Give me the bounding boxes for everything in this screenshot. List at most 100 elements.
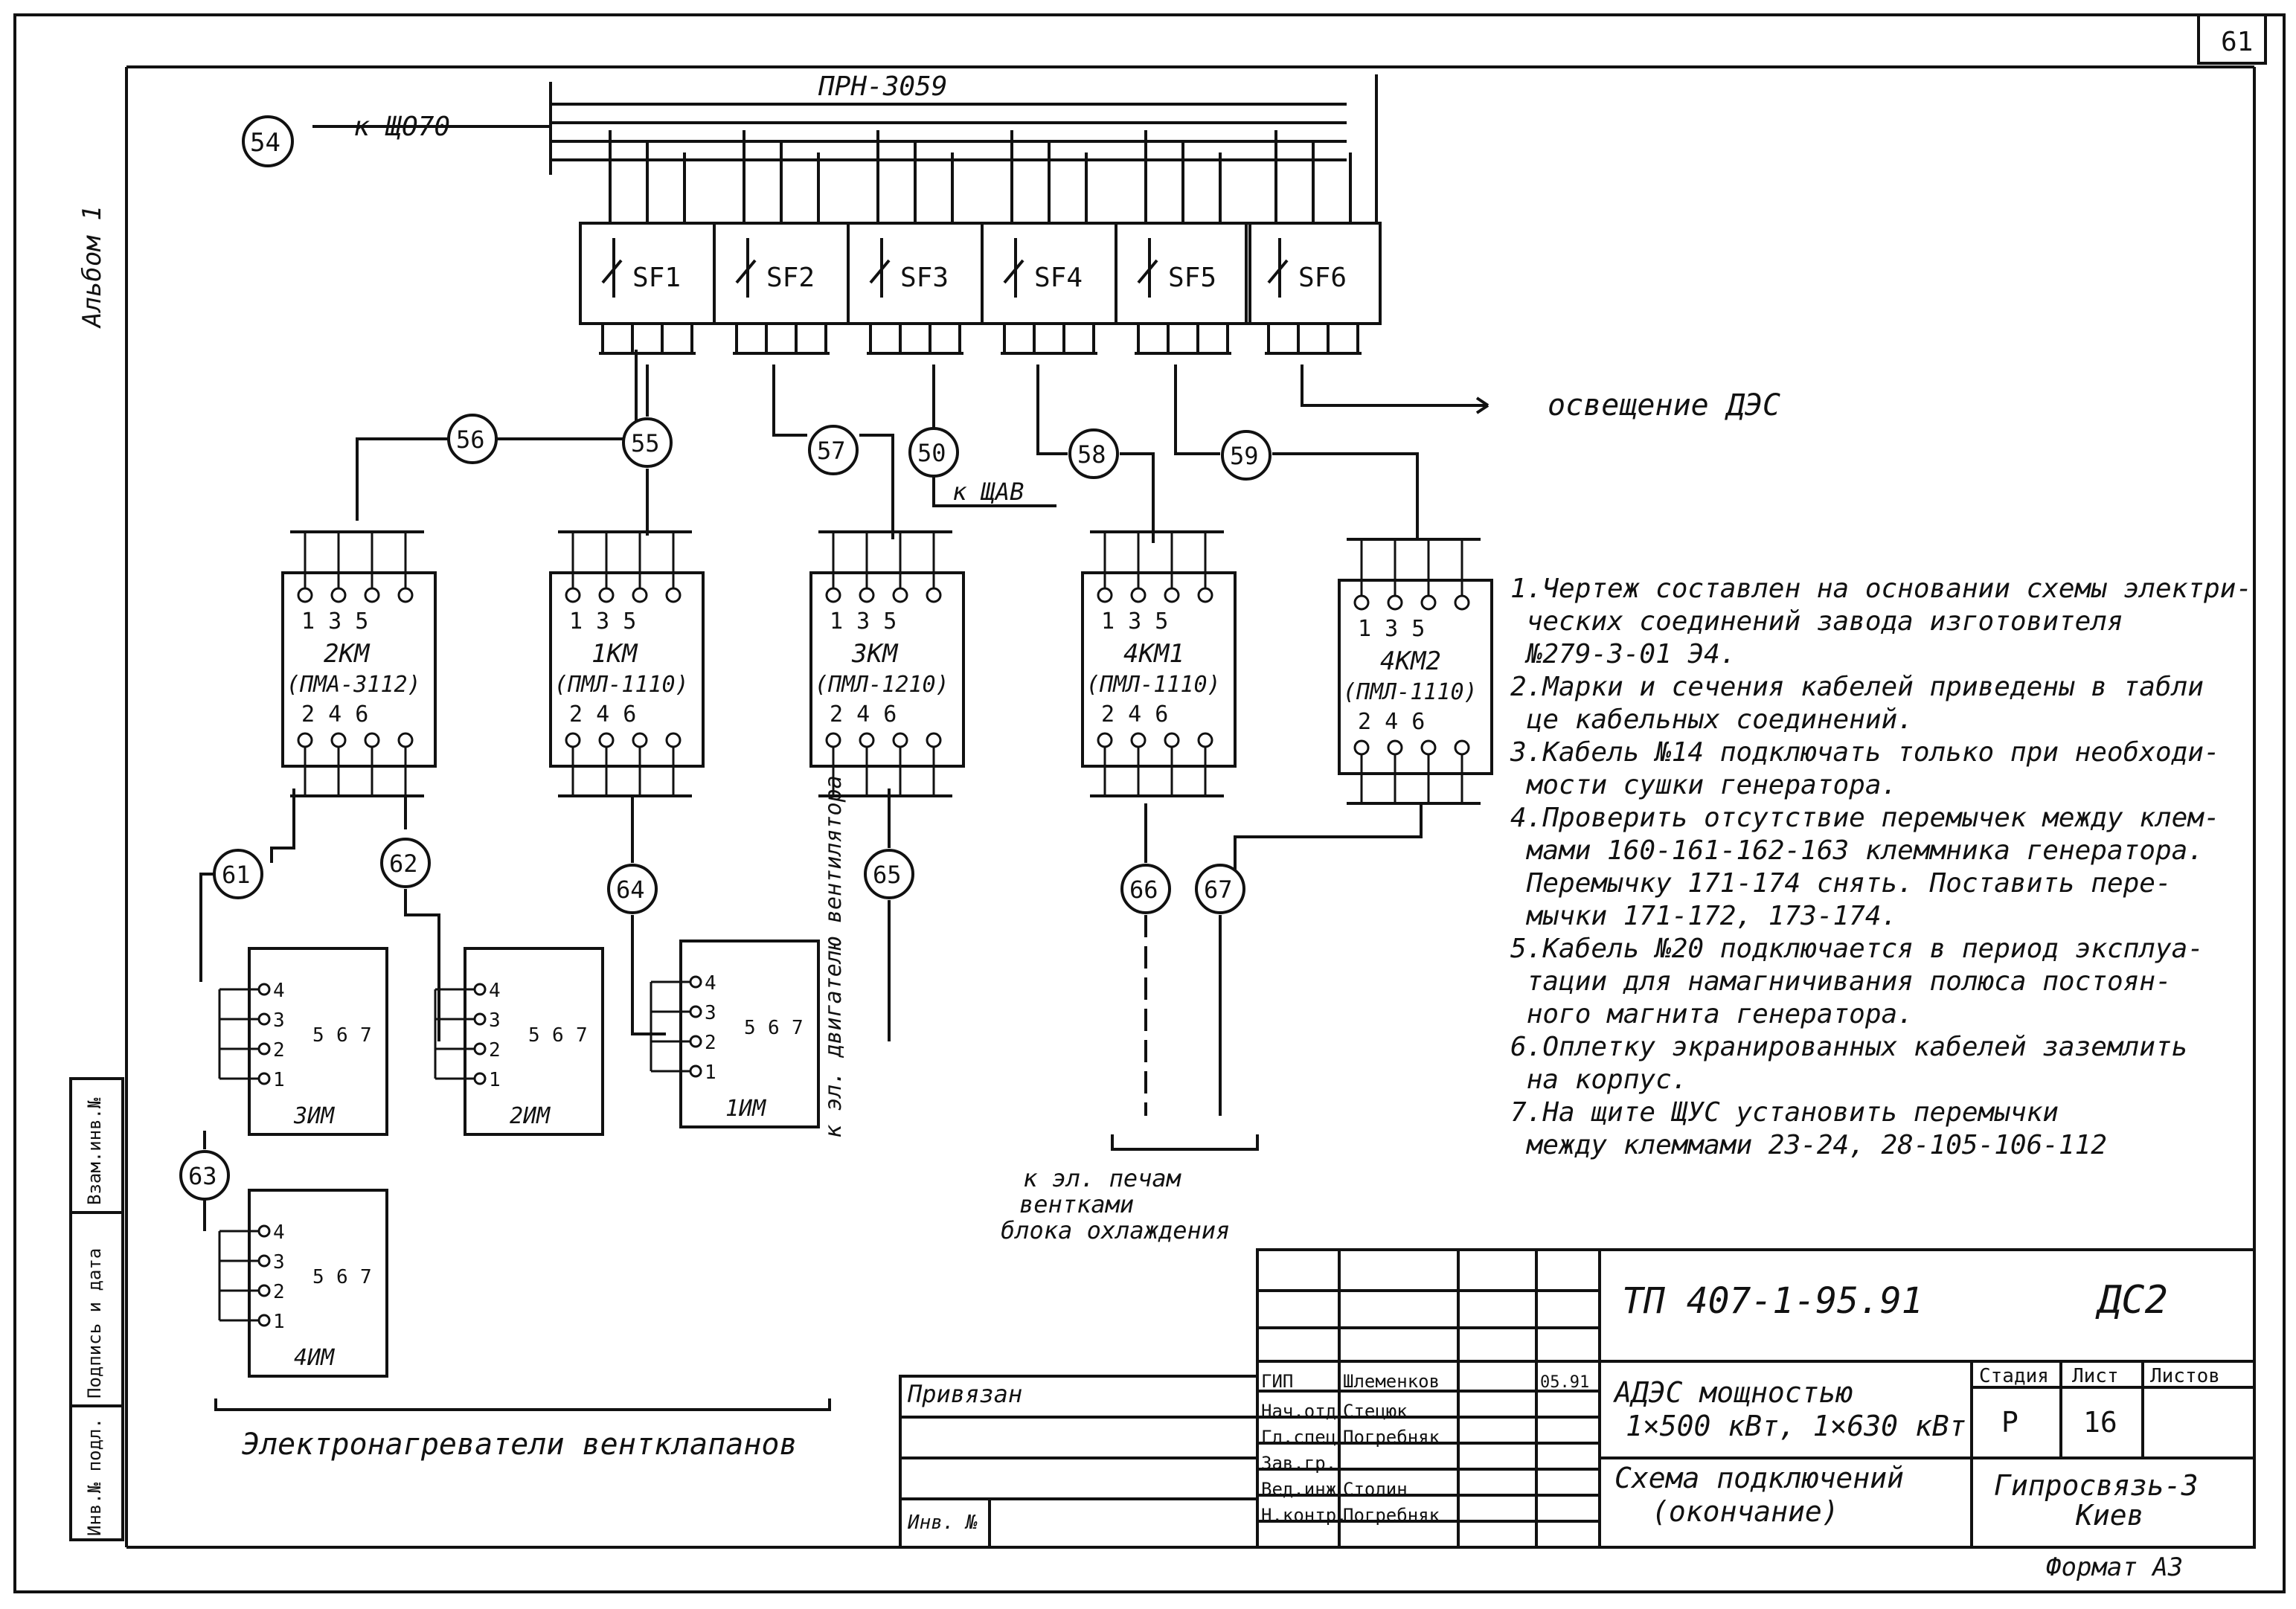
cable-marker-label: 63	[188, 1162, 217, 1190]
heater-terminal: 3	[273, 1251, 285, 1274]
heater-terminal: 1	[705, 1062, 716, 1084]
cable-marker-59	[1221, 430, 1272, 481]
project-line-1: АДЭС мощностью	[1613, 1376, 1853, 1409]
contactor-bottom-pins: 2 4 6	[830, 701, 897, 728]
side-stamp-inv: Инв.№ подл.	[84, 1418, 105, 1536]
breaker-label: SF4	[1034, 263, 1083, 293]
panel-label: ПРН-3059	[818, 71, 947, 102]
outer-frame	[13, 13, 2286, 1593]
heater-terminal: 1	[489, 1069, 501, 1091]
cable-marker-label: 59	[1230, 442, 1259, 470]
heater-terminal: 2	[273, 1039, 285, 1062]
cable-marker-label: 56	[456, 425, 485, 454]
cable-marker-65	[864, 849, 914, 899]
heater-terminal-b: 7	[360, 1266, 372, 1288]
breaker-label: SF6	[1298, 263, 1347, 293]
note-2: 2.Марки и сечения кабелей приведены в та…	[1510, 672, 2204, 735]
role: Зав.гр.	[1261, 1453, 1336, 1474]
contactor-top-pins: 1 3 5	[1358, 616, 1425, 642]
sheet-value: 16	[2083, 1406, 2117, 1439]
feeder-label: к ЩО70	[353, 112, 450, 142]
role-name: Шлеменков	[1343, 1371, 1440, 1392]
cable-marker-label: 50	[917, 439, 946, 467]
contactor-name: 3КМ	[851, 639, 899, 669]
sheet-header: Лист	[2072, 1365, 2119, 1387]
role: Гл.спец	[1261, 1427, 1336, 1448]
heater-terminal: 4	[489, 980, 501, 1002]
stage-value: Р	[2001, 1406, 2018, 1439]
heater-terminal-b: 7	[360, 1024, 372, 1047]
cable-marker-label: 57	[817, 437, 846, 465]
heater-terminal: 3	[489, 1009, 501, 1032]
sheet-code: ДС2	[2095, 1278, 2168, 1323]
role: ГИП	[1261, 1371, 1293, 1392]
cable-marker-label: 64	[616, 876, 645, 904]
cable-marker-54-label: 54	[250, 128, 280, 158]
cable-marker-label: 67	[1204, 876, 1233, 904]
heater-terminal: 3	[705, 1002, 716, 1024]
cable-marker-58	[1068, 428, 1119, 479]
lighting-output-label: освещение ДЭС	[1548, 388, 1780, 423]
breaker-sf3: SF3	[847, 130, 984, 355]
note-5: 5.Кабель №20 подключается в период экспл…	[1510, 934, 2204, 1030]
heater-terminal-b: 7	[576, 1024, 588, 1047]
breaker-label: SF2	[766, 263, 815, 293]
heater-terminal-b: 5	[312, 1266, 324, 1288]
org-line-1: Гипросвязь-3	[1994, 1469, 2199, 1502]
contactor-name: 4КМ1	[1123, 639, 1184, 669]
cable-marker-56	[447, 414, 498, 464]
note-1: 1.Чертеж составлен на основании схемы эл…	[1510, 574, 2252, 669]
format-label: Формат А3	[2046, 1552, 2183, 1582]
role-name: Погребняк	[1343, 1427, 1440, 1448]
wiring	[199, 350, 1489, 1411]
role-name: Погребняк	[1343, 1505, 1440, 1526]
sheet-title-2: (окончание)	[1652, 1495, 1839, 1528]
sheets-header: Листов	[2150, 1365, 2220, 1387]
contactor-top-pins: 1 3 5	[1101, 608, 1168, 635]
pump-label-2: вентками	[1019, 1190, 1134, 1218]
heater-terminal: 4	[273, 1221, 285, 1244]
album-label: Альбом 1	[77, 205, 107, 329]
cable-marker-67	[1195, 864, 1245, 914]
breaker-sf5: SF5	[1115, 130, 1251, 355]
contactor-bottom-pins: 2 4 6	[1101, 701, 1168, 728]
cable-marker-64	[607, 864, 658, 914]
org-line-2: Киев	[2075, 1499, 2144, 1532]
breaker-label: SF1	[632, 263, 681, 293]
pump-label-1: к эл. печам	[1023, 1164, 1182, 1192]
heater-terminal: 2	[489, 1039, 501, 1062]
cable-marker-50	[908, 427, 959, 478]
note-7: 7.На щите ЩУС установить перемычки между…	[1510, 1097, 2107, 1160]
heater-terminal-b: 6	[768, 1017, 780, 1039]
cable-marker-66	[1120, 864, 1171, 914]
contactor-name: 4КМ2	[1380, 646, 1441, 676]
contactor-name: 2КМ	[324, 639, 371, 669]
cable-marker-label: 62	[389, 850, 418, 878]
breaker-label: SF5	[1168, 263, 1216, 293]
contactor-top-pins: 1 3 5	[301, 608, 368, 635]
cable-marker-label: 61	[222, 861, 251, 889]
k-shav-label: к ЩАВ	[952, 478, 1024, 506]
role-date: 05.91	[1540, 1373, 1589, 1392]
cable-marker-55	[622, 417, 673, 468]
heater-terminal-b: 5	[312, 1024, 324, 1047]
note-4: 4.Проверить отсутствие перемычек между к…	[1510, 803, 2220, 931]
heater-terminal: 1	[273, 1311, 285, 1333]
contactor-bottom-pins: 2 4 6	[301, 701, 368, 728]
contactor-type: (ПМЛ-1110)	[1086, 672, 1221, 698]
contactor-top-pins: 1 3 5	[830, 608, 897, 635]
heaters-caption: Электронагреватели вентклапанов	[242, 1427, 798, 1462]
pump-label-3: блока охлаждения	[1001, 1216, 1230, 1245]
cable-marker-label: 58	[1077, 440, 1106, 469]
role: Вед.инж	[1261, 1479, 1336, 1500]
